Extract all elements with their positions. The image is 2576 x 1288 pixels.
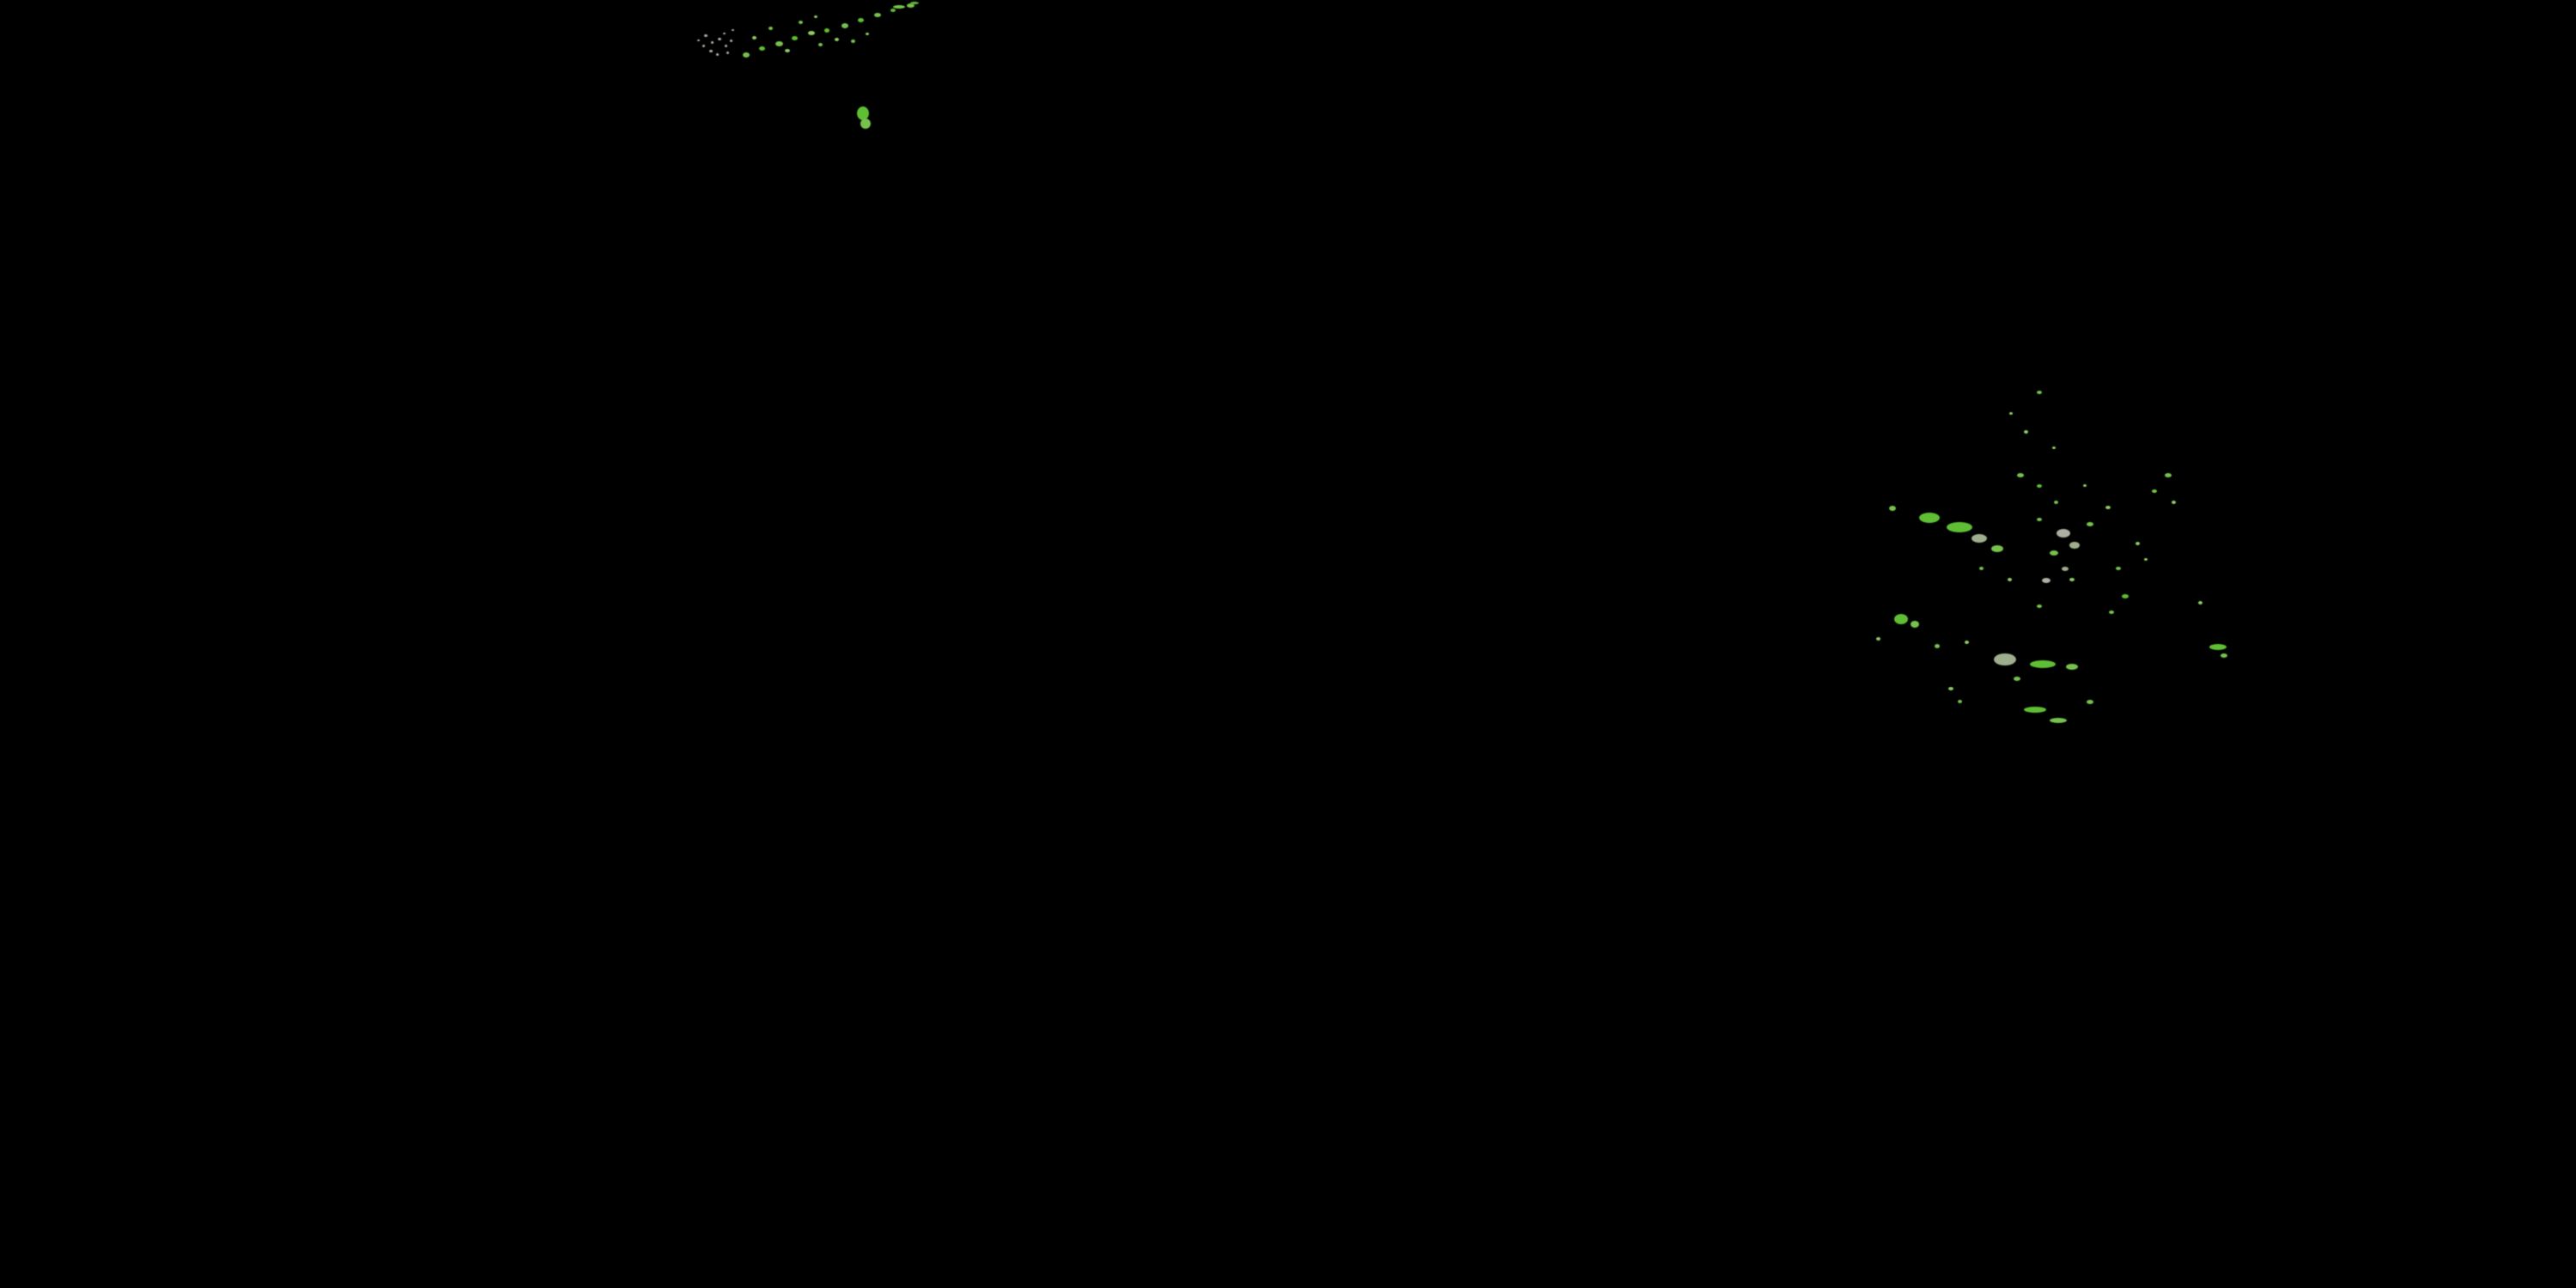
speck (732, 29, 734, 31)
speck (1965, 641, 1969, 644)
speck (704, 34, 708, 37)
speck (709, 50, 713, 52)
speck (2221, 653, 2227, 658)
speck (874, 13, 881, 17)
speck (792, 36, 798, 40)
speck (2066, 664, 2078, 670)
speck (785, 49, 790, 52)
speck (697, 39, 700, 41)
speck (2014, 677, 2020, 681)
speck (857, 106, 869, 120)
speck (2050, 550, 2058, 556)
speck (2209, 644, 2227, 650)
speck (866, 33, 869, 35)
speck (718, 38, 721, 40)
speck (1889, 506, 1896, 511)
speck (2087, 522, 2093, 526)
speck (711, 41, 714, 44)
speck (907, 3, 914, 8)
speck (2054, 501, 2058, 504)
speck (2037, 484, 2042, 488)
speck (2198, 601, 2202, 605)
speck (725, 45, 727, 47)
speck (702, 45, 705, 47)
speck (1971, 534, 1987, 543)
speck (743, 52, 750, 58)
speck (2037, 518, 2042, 521)
speck (2087, 700, 2093, 704)
speck (1911, 621, 1919, 628)
speck (851, 39, 855, 43)
speck (2009, 412, 2013, 415)
speck (835, 38, 839, 41)
speck (2042, 578, 2050, 583)
speck (858, 18, 864, 22)
speck (2122, 594, 2129, 598)
speck (1894, 614, 1908, 624)
speck (2037, 391, 2042, 394)
speck (2008, 578, 2012, 581)
speck (818, 43, 823, 46)
speck (2057, 529, 2070, 538)
speck (2030, 660, 2056, 668)
speck (723, 33, 726, 34)
speck (752, 36, 756, 39)
speck (775, 41, 783, 46)
speck (808, 31, 815, 35)
speck (1979, 567, 1984, 570)
speck (2024, 707, 2046, 713)
speck (890, 9, 896, 12)
speck (1876, 637, 1880, 641)
speck (2017, 473, 2024, 477)
speck (769, 27, 773, 30)
speck (2165, 473, 2172, 477)
speck (1935, 644, 1940, 648)
speck (2037, 605, 2042, 608)
speck (2069, 542, 2080, 549)
speck (730, 39, 732, 42)
speck (814, 15, 817, 18)
speck (716, 53, 719, 56)
speck (2144, 558, 2148, 561)
speck (1947, 522, 1972, 532)
speck (893, 5, 905, 9)
speck (2024, 430, 2028, 434)
speck (726, 52, 729, 54)
speck (1958, 700, 1962, 703)
speck (2083, 484, 2087, 487)
speck (759, 46, 765, 51)
speck (2052, 447, 2056, 449)
speck (910, 2, 919, 4)
speck (2109, 611, 2114, 614)
speck (2050, 718, 2067, 723)
speck (824, 28, 829, 33)
speck (1919, 513, 1940, 523)
speck (841, 23, 848, 28)
speck (2116, 567, 2121, 570)
speck (2062, 567, 2069, 571)
speck (1948, 687, 1953, 690)
speck (1991, 545, 2003, 552)
speck (1994, 653, 2016, 665)
speck (860, 118, 871, 129)
speck (2136, 542, 2140, 545)
speck (2152, 489, 2157, 493)
speck (799, 21, 803, 24)
speck (2069, 578, 2075, 581)
speck (2172, 501, 2176, 504)
speck (2105, 506, 2111, 509)
